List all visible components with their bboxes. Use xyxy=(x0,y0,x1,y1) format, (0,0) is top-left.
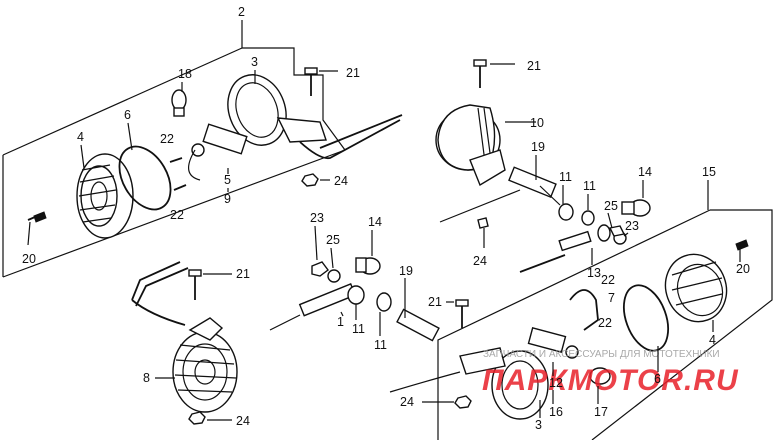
stem-19-mid xyxy=(396,308,440,342)
housing-3-bottom xyxy=(459,347,549,420)
callout-13: 13 xyxy=(587,266,601,280)
washer-23-25-right xyxy=(608,225,627,245)
callout-20-left: 20 xyxy=(22,252,36,266)
screws-22-left xyxy=(169,157,187,191)
screw-21-left xyxy=(188,269,232,300)
housing-3-top xyxy=(227,74,327,146)
callout-21-top: 21 xyxy=(346,66,360,80)
callout-6-left: 6 xyxy=(124,108,131,122)
bulb-socket-14-mid xyxy=(355,257,381,275)
bushings-11-mid xyxy=(347,285,392,312)
lens-4-left xyxy=(76,153,134,239)
callout-5: 5 xyxy=(224,173,231,187)
callout-9: 9 xyxy=(224,192,231,206)
nut-24-bottom-left xyxy=(188,411,232,425)
watermark-brand: ПАРКМОТОR.RU xyxy=(482,364,739,397)
bulb-18 xyxy=(171,89,187,117)
lens-4-right xyxy=(664,253,728,323)
watermark: ЗАПЧАСТИ И АКСЕССУАРЫ ДЛЯ МОТОТЕХНИКИ ПА… xyxy=(482,349,739,397)
callout-14-mid: 14 xyxy=(368,215,382,229)
callout-24-mid: 24 xyxy=(473,254,487,268)
callout-11-d: 11 xyxy=(374,338,387,352)
watermark-caption: ЗАПЧАСТИ И АКСЕССУАРЫ ДЛЯ МОТОТЕХНИКИ xyxy=(483,349,720,360)
callout-23-mid: 23 xyxy=(310,211,324,225)
assembly-outline-front-left xyxy=(2,46,346,278)
callout-17: 17 xyxy=(594,405,608,419)
callout-3-bottom: 3 xyxy=(535,418,542,432)
callout-11-a: 11 xyxy=(559,170,572,184)
callout-12: 12 xyxy=(549,376,563,390)
bracket-wires-bottom-left xyxy=(131,261,189,326)
callout-11-b: 11 xyxy=(583,179,596,193)
callout-10: 10 xyxy=(530,116,544,130)
callout-19-mid: 19 xyxy=(399,264,413,278)
screw-20-right xyxy=(735,239,749,251)
screw-20-left xyxy=(27,211,47,246)
callout-24-bottom-left: 24 xyxy=(236,414,250,428)
callout-24-bottom-mid: 24 xyxy=(400,395,414,409)
callout-3-top: 3 xyxy=(251,55,258,69)
callout-21-right: 21 xyxy=(527,59,541,73)
screw-21-lower xyxy=(455,299,469,328)
wire-bottom-right xyxy=(389,371,461,393)
callout-4-left: 4 xyxy=(77,130,84,144)
callout-25-right: 25 xyxy=(604,199,618,213)
callout-14-right: 14 xyxy=(638,165,652,179)
nut-24-top xyxy=(301,173,330,187)
housing-10 xyxy=(435,104,506,187)
collar-13 xyxy=(519,230,592,273)
callout-1: 1 xyxy=(337,315,344,329)
bulb-17 xyxy=(589,367,611,385)
callout-11-c: 11 xyxy=(352,322,365,336)
socket-12-16 xyxy=(527,327,579,359)
washer-23-mid xyxy=(311,261,329,277)
nut-24-bottom-mid xyxy=(422,395,472,409)
callout-7: 7 xyxy=(608,291,615,305)
callout-22-a: 22 xyxy=(160,132,174,146)
washer-25-mid xyxy=(327,269,341,283)
stem-19-right xyxy=(508,166,561,206)
callout-4-right: 4 xyxy=(709,333,716,347)
callout-8: 8 xyxy=(143,371,150,385)
callout-22-b: 22 xyxy=(170,208,184,222)
bushings-11-right xyxy=(558,203,611,242)
pin-24-mid xyxy=(477,217,489,248)
bulb-socket-14-right xyxy=(621,199,651,217)
callout-24-top: 24 xyxy=(334,174,348,188)
callout-18: 18 xyxy=(178,67,192,81)
leader-lines xyxy=(80,20,741,418)
callout-22-c: 22 xyxy=(601,273,615,287)
stem-wires-top xyxy=(299,114,403,160)
callout-labels: 2 3 18 21 6 4 22 22 5 9 20 24 21 10 19 1… xyxy=(22,5,750,432)
socket-5-9 xyxy=(188,123,248,181)
callout-19-right: 19 xyxy=(531,140,545,154)
callout-6-right: 6 xyxy=(654,372,661,386)
lens-8 xyxy=(172,317,238,413)
callout-21-lower: 21 xyxy=(428,295,442,309)
screw-21-top xyxy=(304,67,338,96)
callout-16: 16 xyxy=(549,405,563,419)
callout-2: 2 xyxy=(238,5,245,19)
callout-23-right: 23 xyxy=(625,219,639,233)
wire-top-right xyxy=(439,189,521,223)
screw-21-right xyxy=(473,59,515,88)
callout-22-d: 22 xyxy=(598,316,612,330)
callout-15: 15 xyxy=(702,165,716,179)
callout-21-left: 21 xyxy=(236,267,250,281)
callout-20-right: 20 xyxy=(736,262,750,276)
bracket-7 xyxy=(569,289,599,331)
assembly-outline-rear-right xyxy=(437,209,773,440)
callout-25-mid: 25 xyxy=(326,233,340,247)
gasket-6-left xyxy=(118,145,172,211)
